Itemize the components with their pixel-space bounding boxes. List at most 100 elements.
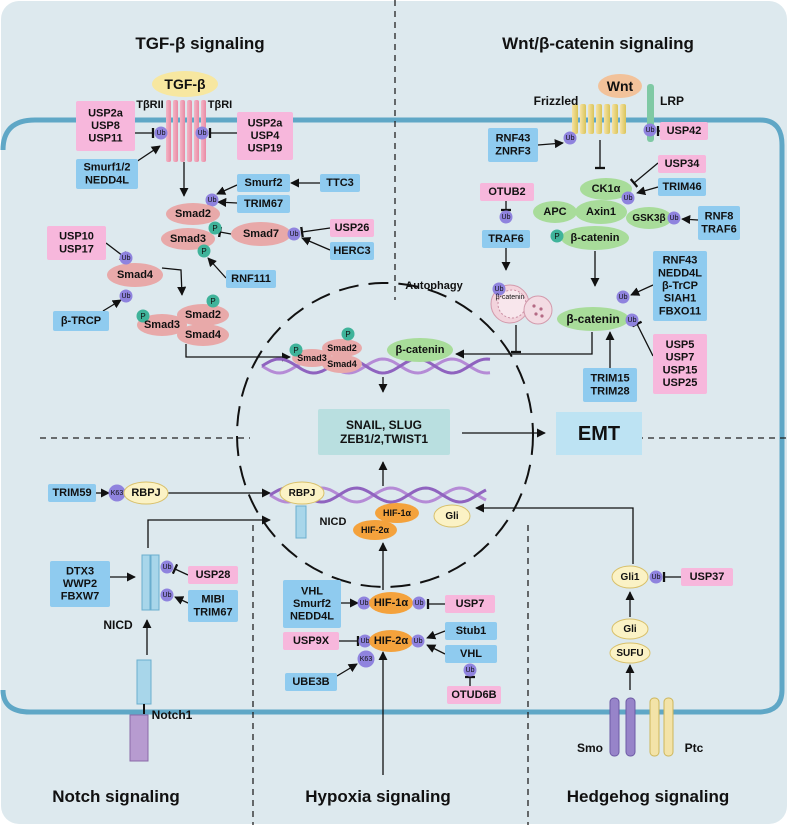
label-line: Wnt	[607, 78, 634, 94]
inhibition-line	[629, 162, 659, 188]
label-line: SIAH1	[664, 293, 696, 305]
notch-section-title: Notch signaling	[52, 787, 180, 806]
phospho-label: P	[140, 312, 145, 321]
usp9x-box-label: USP9X	[293, 635, 330, 647]
lysosome-granule	[540, 314, 544, 318]
otud6b-box	[447, 686, 501, 704]
mibi-trim67-box	[188, 590, 238, 622]
rnf111-box-label: RNF111	[231, 273, 271, 285]
ub-icon	[563, 131, 577, 145]
label-line: Smo	[577, 741, 603, 755]
beta-catenin-dub-list	[653, 334, 707, 394]
label-line: USP7	[456, 598, 485, 610]
label-line: USP34	[665, 158, 701, 170]
smad7-node	[231, 222, 291, 246]
ub-icon	[154, 126, 168, 140]
label-line: Smad3	[297, 353, 327, 363]
lysosome-granule	[534, 312, 538, 316]
label-line: VHL	[301, 585, 323, 597]
rbpj-node	[123, 481, 169, 505]
emt-transcription-factors	[318, 409, 450, 455]
label-line: SUFU	[616, 648, 643, 659]
label-line: VHL	[460, 648, 482, 660]
usp-right-box	[237, 112, 293, 160]
frizzled-label: Frizzled	[534, 94, 579, 108]
label-line: USP25	[663, 377, 698, 389]
label-line: Axin1	[586, 206, 616, 218]
ub-icon	[625, 313, 639, 327]
smad3-complex-node-label: Smad3	[144, 319, 180, 331]
label-line: β-TrCP	[662, 280, 698, 292]
activation-arrow	[161, 267, 187, 296]
traf6-box	[482, 230, 530, 248]
label-line: Ub	[198, 130, 207, 137]
label-line: Stub1	[456, 625, 487, 637]
label-line: LRP	[660, 94, 684, 108]
label-line: TRIM46	[662, 181, 701, 193]
label-line: Ub	[208, 197, 217, 204]
k63-icon	[108, 484, 126, 502]
label-line: Smad4	[117, 269, 154, 281]
autophagy-beta-catenin-label: β-catenin	[496, 294, 525, 301]
ptc-label: Ptc	[685, 741, 704, 755]
smad4-complex-node-label: Smad4	[185, 329, 222, 341]
label-line: USP37	[690, 571, 725, 583]
ub-icon	[358, 634, 372, 648]
activation-arrow	[636, 186, 659, 196]
tgf-beta-ligand	[152, 71, 218, 97]
activation-arrow	[216, 184, 238, 195]
k63-label: K63	[360, 656, 373, 663]
label-line: USP19	[248, 143, 283, 155]
label-line: Smad7	[243, 228, 279, 240]
label-line: P	[201, 247, 206, 256]
gli-node	[611, 618, 649, 640]
hif1a-node	[369, 592, 413, 614]
phospho-icon	[206, 294, 220, 308]
smad4-node	[107, 263, 163, 287]
herc3-box	[330, 242, 374, 260]
usp26-box	[330, 219, 374, 237]
usp34-box	[658, 155, 706, 173]
traf6-box-label: TRAF6	[488, 233, 523, 245]
label-line: Ub	[670, 215, 679, 222]
ube3b-box	[285, 673, 337, 691]
usp7-box-label: USP7	[456, 598, 485, 610]
gsk3b-node	[626, 207, 672, 229]
phospho-label: P	[201, 247, 206, 256]
label-line: NEDD4L	[658, 267, 702, 279]
tgf-beta-ligand-label: TGF-β	[164, 76, 206, 92]
label-line: Ub	[122, 293, 131, 300]
label-line: USP15	[663, 364, 698, 376]
label-line: P	[293, 346, 298, 355]
usp37-box	[681, 568, 733, 586]
herc3-box-label: HERC3	[333, 245, 370, 257]
lysosome-granule	[539, 307, 543, 311]
label-line: Ub	[360, 600, 369, 607]
label-line: FBXW7	[61, 591, 100, 603]
phospho-icon	[550, 229, 564, 243]
trim67-box-label: TRIM67	[244, 198, 283, 210]
phospho-label: P	[293, 346, 298, 355]
usp7-box	[445, 595, 495, 613]
label-line: Ub	[466, 667, 475, 674]
activation-arrow	[336, 663, 358, 677]
label-line: Ub	[624, 195, 633, 202]
btrcp-box	[53, 311, 109, 331]
label-line: Smurf1/2	[83, 162, 130, 174]
label-line: NEDD4L	[85, 174, 129, 186]
cytosolic-beta-catenin-label: β-catenin	[566, 312, 619, 326]
label-line: P	[212, 224, 217, 233]
ub-label: Ub	[122, 293, 131, 300]
label-line: FBXO11	[659, 305, 701, 317]
ub-icon	[499, 210, 513, 224]
ub-icon	[643, 123, 657, 137]
usp10-usp17-box	[47, 226, 106, 260]
label-line: HERC3	[333, 245, 370, 257]
usp-left-box	[76, 101, 135, 151]
label-line: Ub	[628, 317, 637, 324]
nuclear-rbpj	[279, 481, 325, 505]
ub-label: Ub	[360, 600, 369, 607]
smo-receptor	[609, 697, 620, 757]
usp42-box-label: USP42	[667, 125, 702, 137]
